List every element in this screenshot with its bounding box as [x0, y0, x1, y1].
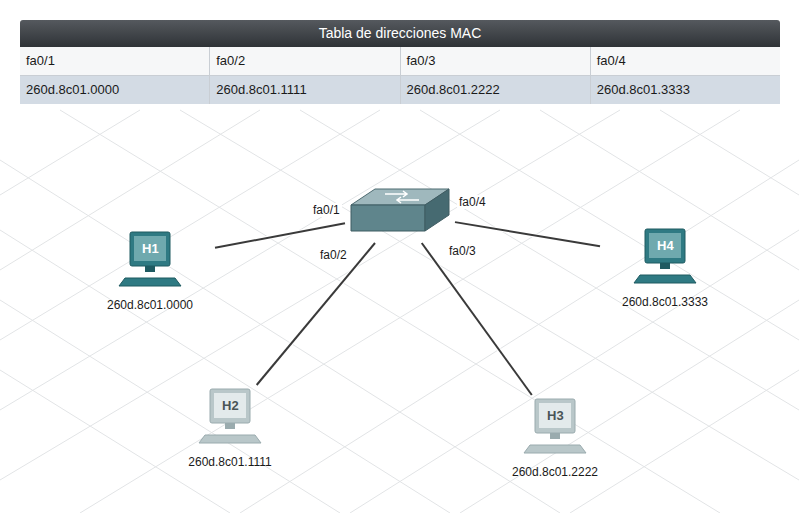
computer-icon [490, 395, 620, 459]
mac-cell: 260d.8c01.1111 [209, 76, 399, 104]
switch-icon [345, 183, 455, 243]
table-title: Tabla de direcciones MAC [20, 20, 780, 47]
port-cell: fa0/3 [400, 47, 590, 75]
host-computer: H1 260d.8c01.0000 [85, 228, 215, 314]
host-name: H4 [657, 238, 674, 253]
mac-cell: 260d.8c01.3333 [590, 76, 780, 104]
mac-address: 260d.8c01.3333 [600, 295, 730, 309]
host-name: H2 [222, 398, 239, 413]
port-cell: fa0/1 [20, 47, 209, 75]
host-computer: H4 260d.8c01.3333 [600, 225, 730, 311]
network-cable [422, 243, 532, 395]
port-cell: fa0/2 [209, 47, 399, 75]
mac-address: 260d.8c01.1111 [165, 455, 295, 469]
table-row: 260d.8c01.0000260d.8c01.1111260d.8c01.22… [20, 76, 780, 104]
port-label: fa0/1 [311, 203, 342, 217]
mac-address: 260d.8c01.0000 [85, 298, 215, 312]
network-cable [455, 222, 600, 246]
port-label: fa0/4 [457, 195, 488, 209]
host-computer: H2 260d.8c01.1111 [165, 385, 295, 471]
network-cable [215, 223, 345, 247]
mac-address: 260d.8c01.2222 [490, 465, 620, 479]
mac-table: Tabla de direcciones MACfa0/1fa0/2fa0/3f… [20, 20, 780, 104]
switch [345, 183, 455, 243]
mac-cell: 260d.8c01.2222 [400, 76, 590, 104]
computer-icon [165, 385, 295, 449]
computer-icon [85, 228, 215, 292]
port-cell: fa0/4 [590, 47, 780, 75]
port-label: fa0/2 [318, 248, 349, 262]
mac-cell: 260d.8c01.0000 [20, 76, 209, 104]
port-label: fa0/3 [447, 244, 478, 258]
network-cable [257, 243, 375, 385]
host-name: H1 [142, 241, 159, 256]
computer-icon [600, 225, 730, 289]
table-row: fa0/1fa0/2fa0/3fa0/4 [20, 47, 780, 76]
host-name: H3 [547, 408, 564, 423]
host-computer: H3 260d.8c01.2222 [490, 395, 620, 481]
